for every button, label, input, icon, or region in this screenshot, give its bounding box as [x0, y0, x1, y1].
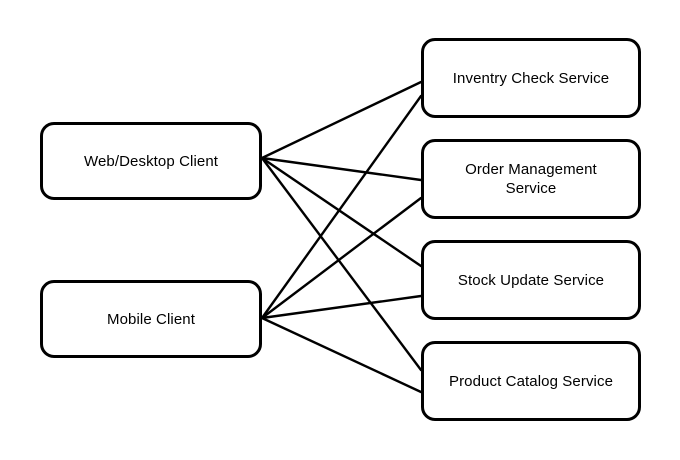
edge-web-order [260, 156, 423, 182]
edge-web-product [260, 156, 423, 372]
node-mobile-client[interactable]: Mobile Client [40, 280, 262, 358]
node-label-web-desktop-client: Web/Desktop Client [83, 152, 219, 170]
node-label-mobile-client: Mobile Client [106, 310, 195, 328]
node-inventry-check-service[interactable]: Inventry Check Service [421, 38, 641, 118]
node-label-stock-update-service: Stock Update Service [457, 271, 605, 289]
edge-mobile-product [260, 316, 423, 394]
edge-mobile-stock [260, 294, 423, 320]
edge-mobile-order [260, 196, 423, 320]
edge-web-stock [260, 156, 423, 268]
node-label-inventry-check-service: Inventry Check Service [452, 69, 610, 87]
node-web-desktop-client[interactable]: Web/Desktop Client [40, 122, 262, 200]
node-order-management-service[interactable]: Order Management Service [421, 139, 641, 219]
edge-web-inventry [260, 80, 423, 160]
node-label-product-catalog-service: Product Catalog Service [448, 372, 614, 390]
node-label-order-management-service: Order Management Service [465, 161, 597, 197]
node-product-catalog-service[interactable]: Product Catalog Service [421, 341, 641, 421]
node-stock-update-service[interactable]: Stock Update Service [421, 240, 641, 320]
edge-mobile-inventry [260, 94, 423, 320]
